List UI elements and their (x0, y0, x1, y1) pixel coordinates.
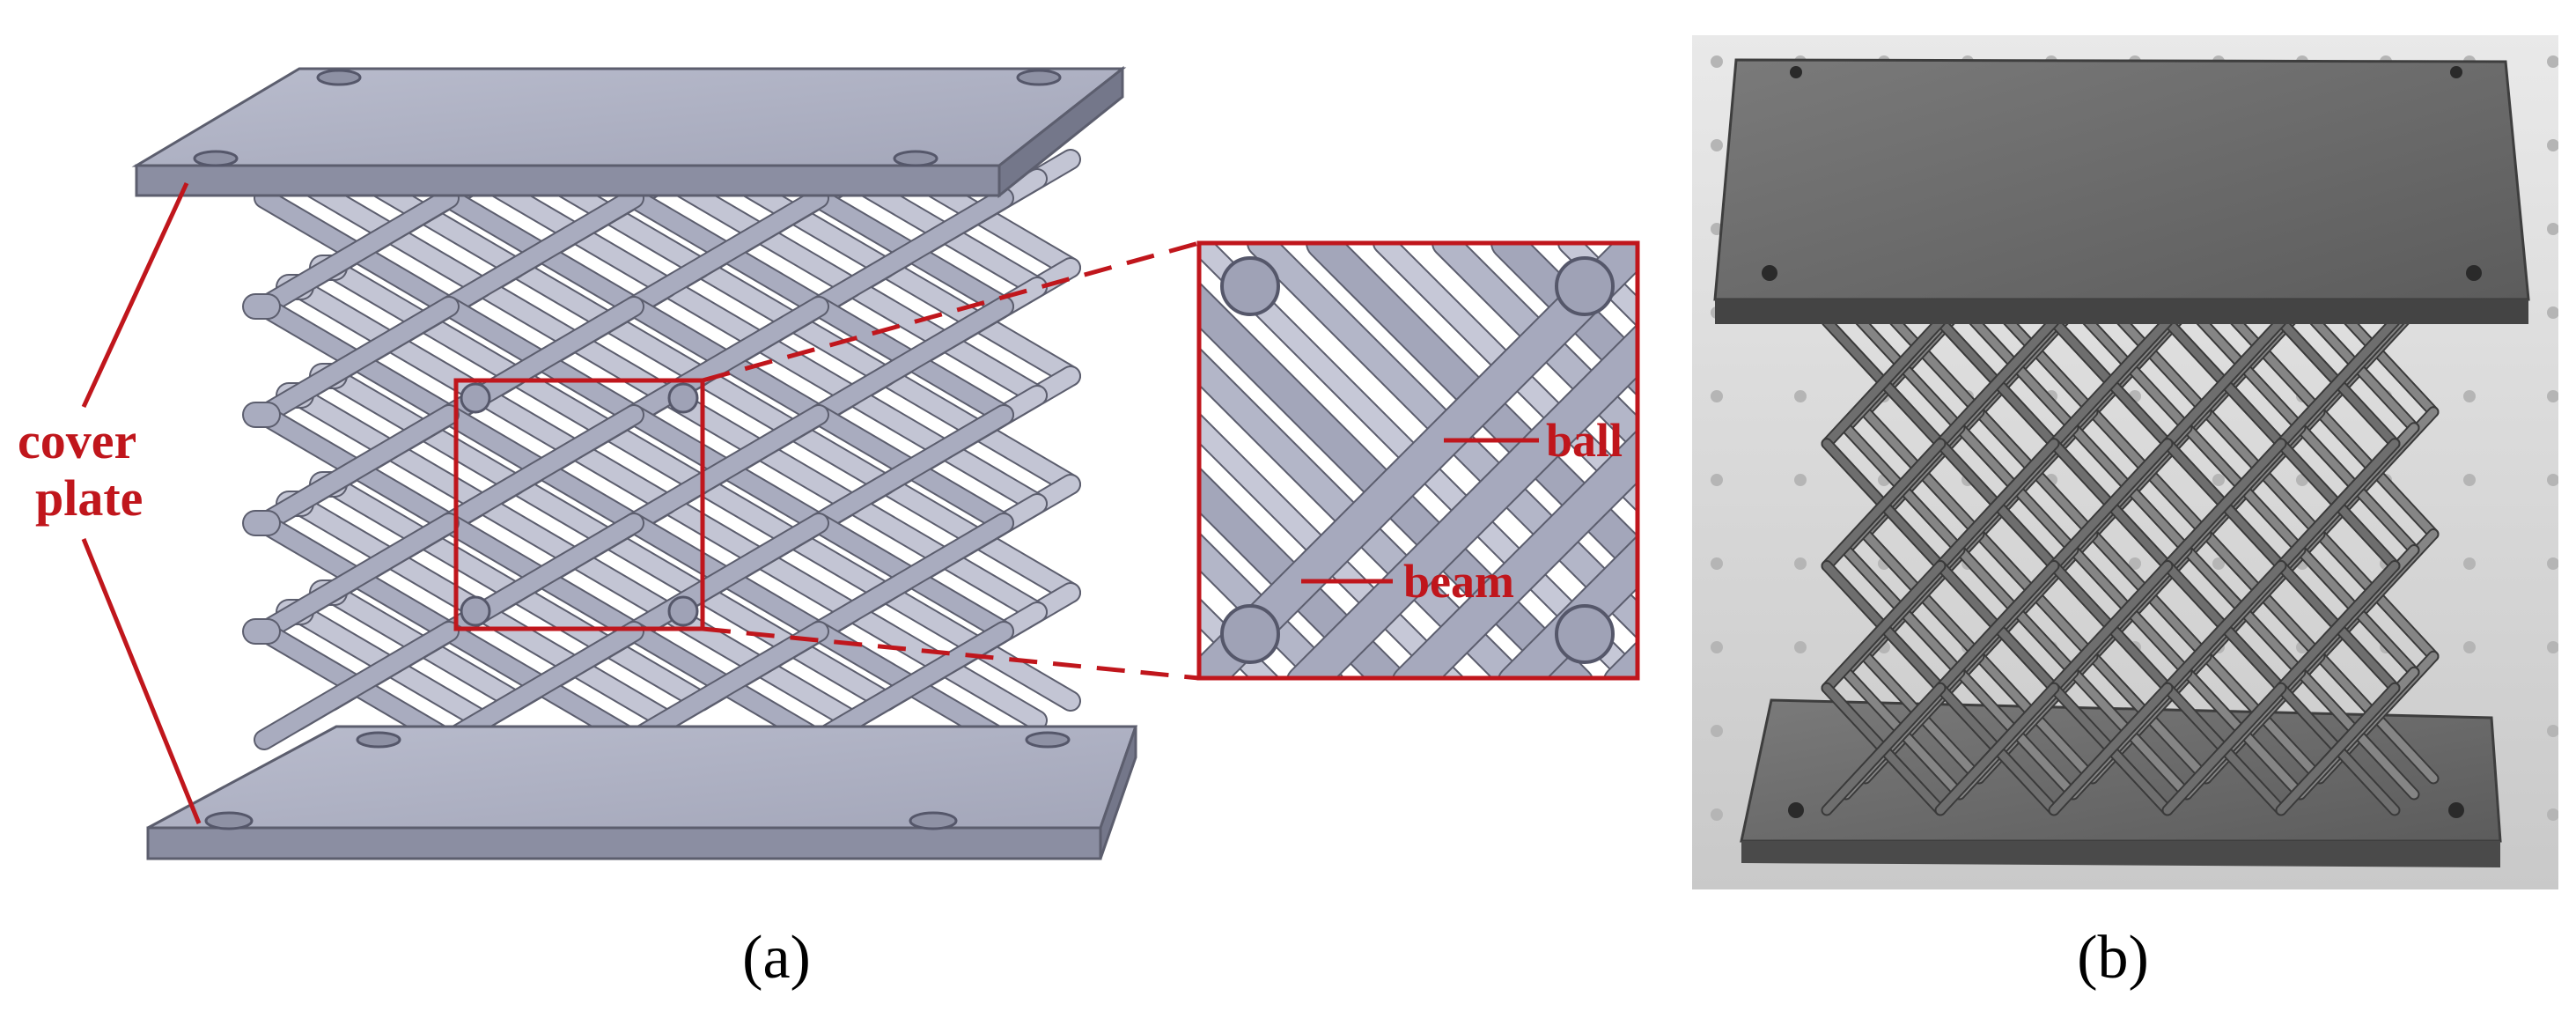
ball-label: ball (1546, 414, 1623, 467)
beam-label: beam (1403, 555, 1514, 608)
panel-b-photo (1692, 35, 2558, 889)
lattice-body (242, 149, 1081, 750)
top-cover-plate (131, 65, 1127, 199)
cover-plate-label-line1: cover (18, 412, 136, 469)
unit-cell-selection-box (453, 378, 705, 631)
zoom-inset: ball beam (1196, 240, 1640, 681)
cover-plate-leader-top (81, 181, 189, 409)
bottom-cover-plate (146, 725, 1138, 860)
panel-a-cad-model: cover plate (18, 65, 1200, 860)
cover-plate-leader-bottom (81, 538, 202, 824)
printed-lattice (1821, 284, 2440, 816)
cover-plate-label-line2: plate (35, 469, 143, 527)
zoom-inset-frame (1196, 240, 1640, 681)
caption-b: (b) (2077, 924, 2149, 992)
caption-a: (a) (742, 924, 811, 992)
zoom-connector-bottom (702, 626, 1200, 681)
